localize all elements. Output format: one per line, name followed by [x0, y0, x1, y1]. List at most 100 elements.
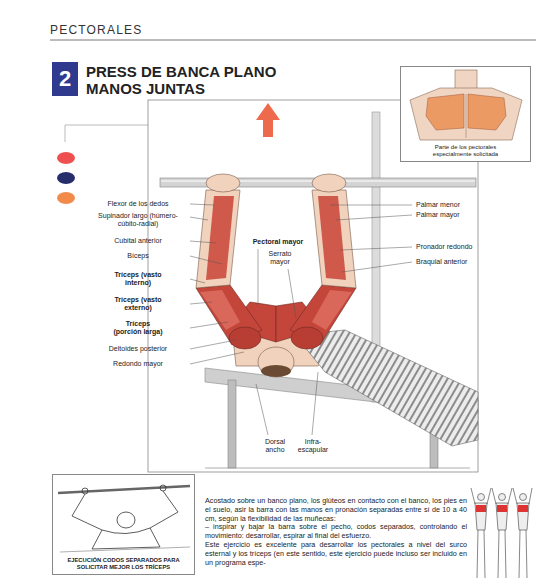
leader-line — [190, 279, 205, 283]
figure — [492, 488, 512, 578]
inset-caption: EJECUCIÓN CODOS SEPARADOS PARA SOLICITAR… — [62, 557, 186, 571]
leader-line — [312, 372, 318, 435]
bracket-line — [65, 125, 148, 142]
highlighted-pectoral — [468, 94, 506, 130]
hair — [261, 365, 291, 377]
inset-panel: Parte de los pectorales especialmente so… — [400, 66, 531, 162]
bench-leg — [228, 380, 236, 468]
figure — [471, 488, 491, 578]
elbows-out-sketch — [58, 485, 190, 552]
figure-leg — [477, 530, 478, 578]
leader-line — [190, 322, 228, 328]
leader-line — [190, 204, 214, 205]
muscle-label: Bíceps — [88, 252, 188, 260]
floor-line — [205, 468, 470, 469]
arm — [72, 494, 102, 530]
exercise-number: 2 — [59, 67, 71, 91]
inset-ground — [400, 66, 531, 162]
figure-leg — [484, 530, 485, 578]
lift-arrow — [256, 103, 280, 137]
header-rule — [50, 40, 536, 41]
head — [258, 347, 294, 377]
muscle-label: Tríceps (vasto interno) — [112, 271, 164, 287]
leader-line — [258, 249, 259, 305]
color-key-blue — [57, 172, 75, 184]
muscle-label: Braquial anterior — [416, 258, 478, 266]
leader-line — [190, 352, 244, 364]
leader-line — [342, 262, 412, 272]
figure-leg — [526, 530, 527, 578]
color-key-orange — [57, 192, 75, 204]
forearm-muscles — [318, 196, 346, 280]
body-paragraph: Acostado sobre un banco plano, los glúte… — [205, 497, 467, 523]
muscle-label: Dorsal ancho — [260, 438, 290, 454]
figure-chest — [476, 505, 486, 512]
torso — [410, 88, 522, 140]
forearm-muscles — [206, 196, 234, 280]
figure-arm — [471, 488, 475, 504]
muscle-label: Redondo mayor — [88, 360, 188, 368]
figure — [513, 488, 532, 578]
muscle-label: Serrato mayor — [266, 250, 294, 266]
figure-chest — [518, 505, 528, 512]
leader-line — [190, 302, 212, 304]
small-figures — [471, 488, 532, 578]
body-paragraph: – inspirar y bajar la barra sobre el pec… — [205, 523, 467, 541]
leader-line — [330, 205, 412, 206]
deltoid — [229, 327, 261, 349]
triceps — [312, 290, 352, 330]
leader-line — [190, 217, 208, 220]
leader-line — [336, 215, 412, 220]
figure-leg — [505, 530, 506, 578]
figure-body — [517, 503, 529, 530]
figure-head — [520, 494, 527, 501]
deltoid — [291, 327, 323, 349]
hand — [82, 488, 88, 494]
torso — [92, 528, 160, 549]
muscle-label: Palmar mayor — [416, 211, 478, 219]
arm — [150, 491, 178, 528]
muscle-label: Infra-escapular — [294, 438, 332, 454]
leader-line — [340, 247, 412, 250]
leader-lines — [190, 204, 412, 435]
leader-line — [190, 256, 222, 264]
leader-line — [190, 241, 216, 243]
section-header: PECTORALES — [50, 23, 250, 37]
bench — [60, 547, 190, 552]
figure-arm — [487, 488, 491, 504]
triceps — [200, 290, 240, 330]
color-key-red — [57, 152, 75, 164]
barbell — [58, 486, 190, 493]
head — [117, 512, 135, 528]
figure-arm — [508, 488, 512, 504]
muscle-label: Pectoral mayor — [250, 238, 306, 246]
muscle-label: Tríceps (vasto externo) — [112, 296, 164, 312]
forearm — [312, 190, 356, 288]
inset-caption: Parte de los pectorales especialmente so… — [425, 144, 507, 158]
muscle-label: Tríceps (porción larga) — [112, 320, 164, 336]
hand — [206, 174, 240, 192]
leader-line — [288, 269, 296, 318]
figure-arm — [492, 488, 496, 504]
exercise-title: PRESS DE BANCA PLANO MANOS JUNTAS — [86, 63, 286, 97]
body-paragraph: Este ejercicio es excelente para desarro… — [205, 541, 467, 567]
hand — [160, 485, 166, 491]
sternum-line — [466, 94, 467, 138]
figure-leg — [498, 530, 499, 578]
inset-ground — [52, 474, 195, 575]
figure-arm — [529, 488, 532, 504]
figure-head — [478, 494, 485, 501]
exercise-number-box: 2 — [52, 62, 78, 96]
leader-line — [256, 384, 268, 435]
muscle-label: Palmar menor — [416, 201, 478, 209]
muscle-label: Deltoides posterior — [88, 345, 188, 353]
figure-head — [499, 494, 506, 501]
striped-trousers — [295, 330, 478, 446]
figure-leg — [519, 530, 520, 578]
muscle-label: Pronador redondo — [416, 243, 478, 251]
inset-panel: EJECUCIÓN CODOS SEPARADOS PARA SOLICITAR… — [52, 474, 195, 575]
figure-body — [475, 503, 487, 530]
muscle-label: Flexor de los dedos — [88, 200, 188, 208]
muscle-label: Cubital anterior — [88, 237, 188, 245]
